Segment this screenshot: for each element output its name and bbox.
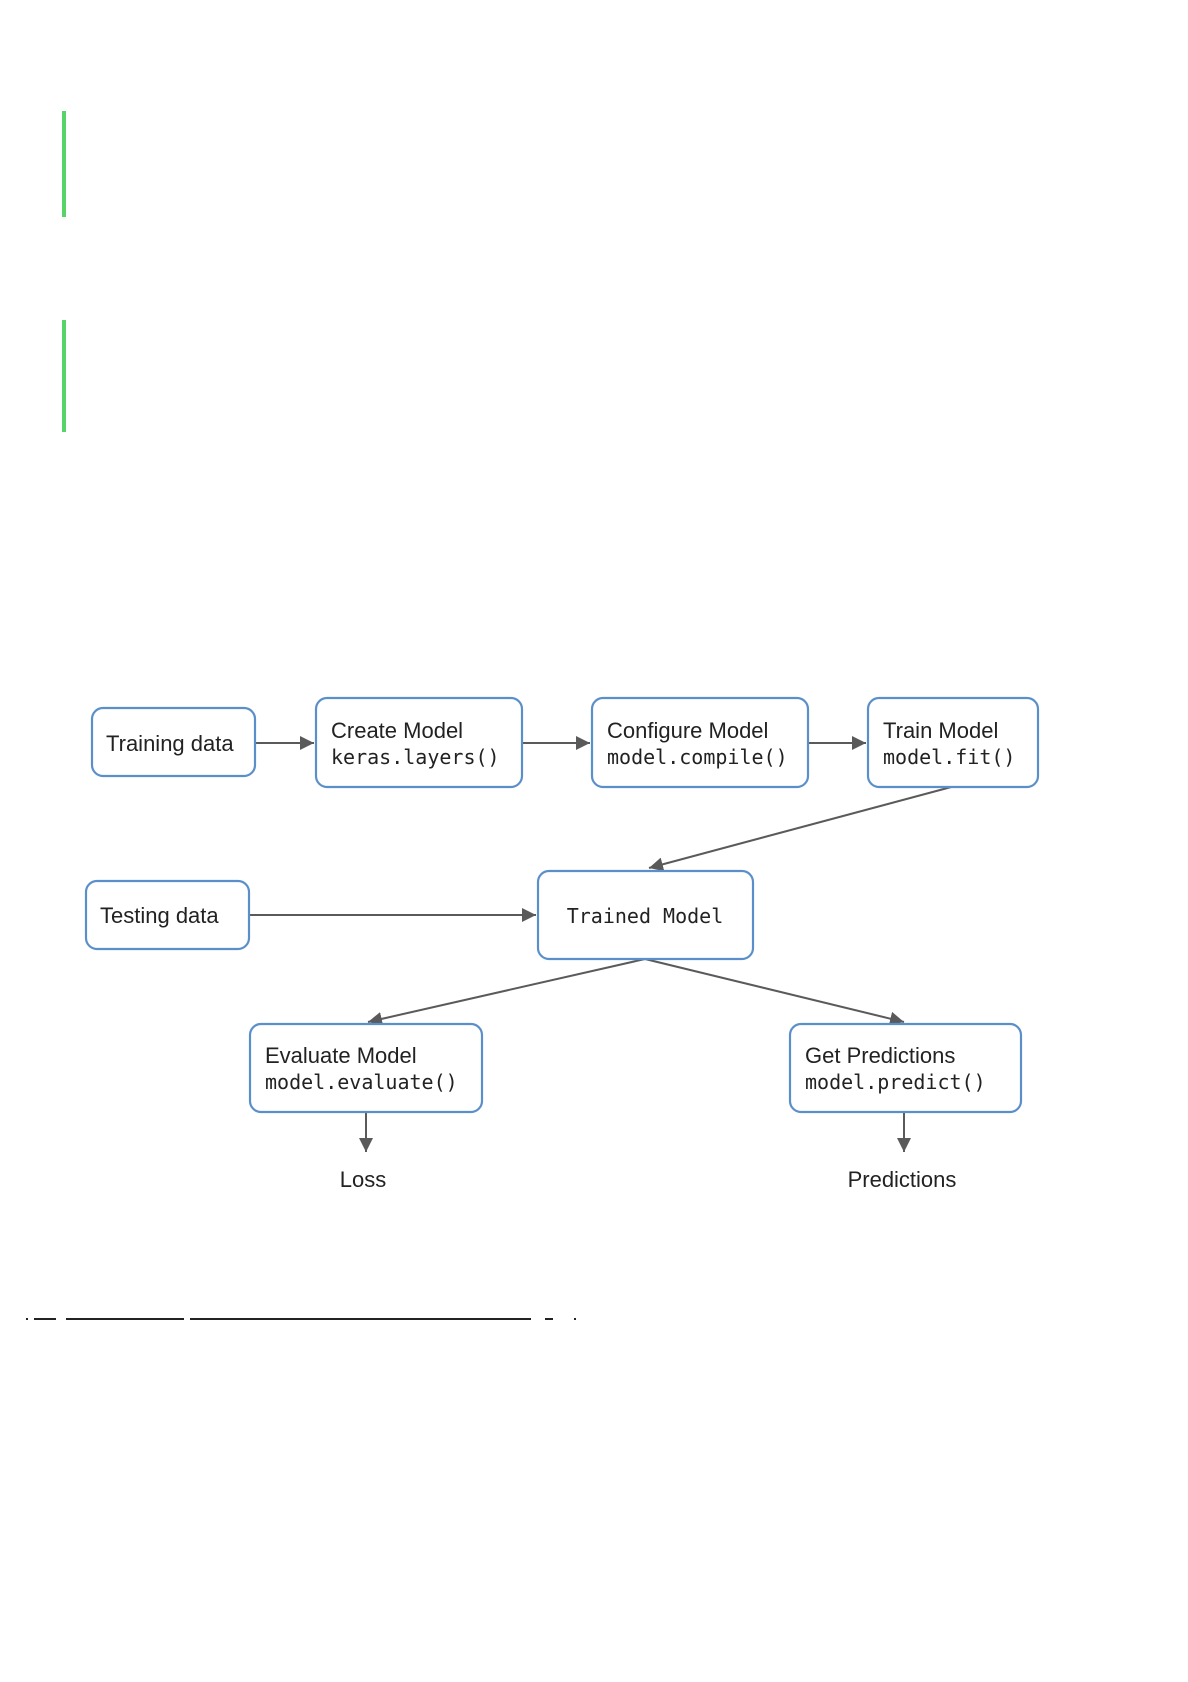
node-trained-model: Trained Model bbox=[536, 869, 755, 961]
accent-bar-top bbox=[62, 111, 66, 217]
node-train-model-title: Train Model bbox=[883, 718, 998, 743]
edge-trained-to-predictions bbox=[644, 958, 905, 1026]
node-training-data-title: Training data bbox=[106, 731, 234, 756]
footer-rule-segment bbox=[34, 1318, 56, 1320]
footer-rule-segment bbox=[190, 1318, 531, 1320]
node-train-model-code: model.fit() bbox=[883, 745, 1015, 769]
node-training-data: Training data bbox=[90, 706, 257, 778]
node-configure-model-title: Configure Model bbox=[607, 718, 768, 743]
node-trained-model-label: Trained Model bbox=[567, 904, 724, 928]
node-create-model-code: keras.layers() bbox=[331, 745, 500, 769]
node-create-model: Create Model keras.layers() bbox=[314, 696, 524, 789]
output-predictions: Predictions bbox=[848, 1167, 957, 1192]
node-configure-model-code: model.compile() bbox=[607, 745, 788, 769]
node-train-model: Train Model model.fit() bbox=[866, 696, 1040, 789]
node-testing-data: Testing data bbox=[84, 879, 251, 951]
node-evaluate-model-title: Evaluate Model bbox=[265, 1043, 417, 1068]
node-create-model-title: Create Model bbox=[331, 718, 463, 743]
footer-rule-segment bbox=[574, 1318, 576, 1320]
edge-trained-to-evaluate bbox=[367, 958, 646, 1026]
output-loss: Loss bbox=[340, 1167, 386, 1192]
node-evaluate-model: Evaluate Model model.evaluate() bbox=[248, 1022, 484, 1114]
footer-rule-segment bbox=[545, 1318, 553, 1320]
edge-train-to-trained bbox=[648, 785, 956, 872]
footer-rule-segment bbox=[66, 1318, 184, 1320]
node-evaluate-model-code: model.evaluate() bbox=[265, 1070, 458, 1094]
accent-bar-middle bbox=[62, 320, 66, 432]
node-get-predictions: Get Predictions model.predict() bbox=[788, 1022, 1023, 1114]
node-configure-model: Configure Model model.compile() bbox=[590, 696, 810, 789]
node-get-predictions-title: Get Predictions bbox=[805, 1043, 955, 1068]
node-get-predictions-code: model.predict() bbox=[805, 1070, 986, 1094]
footer-rule-segment bbox=[26, 1318, 28, 1320]
node-testing-data-title: Testing data bbox=[100, 903, 219, 928]
